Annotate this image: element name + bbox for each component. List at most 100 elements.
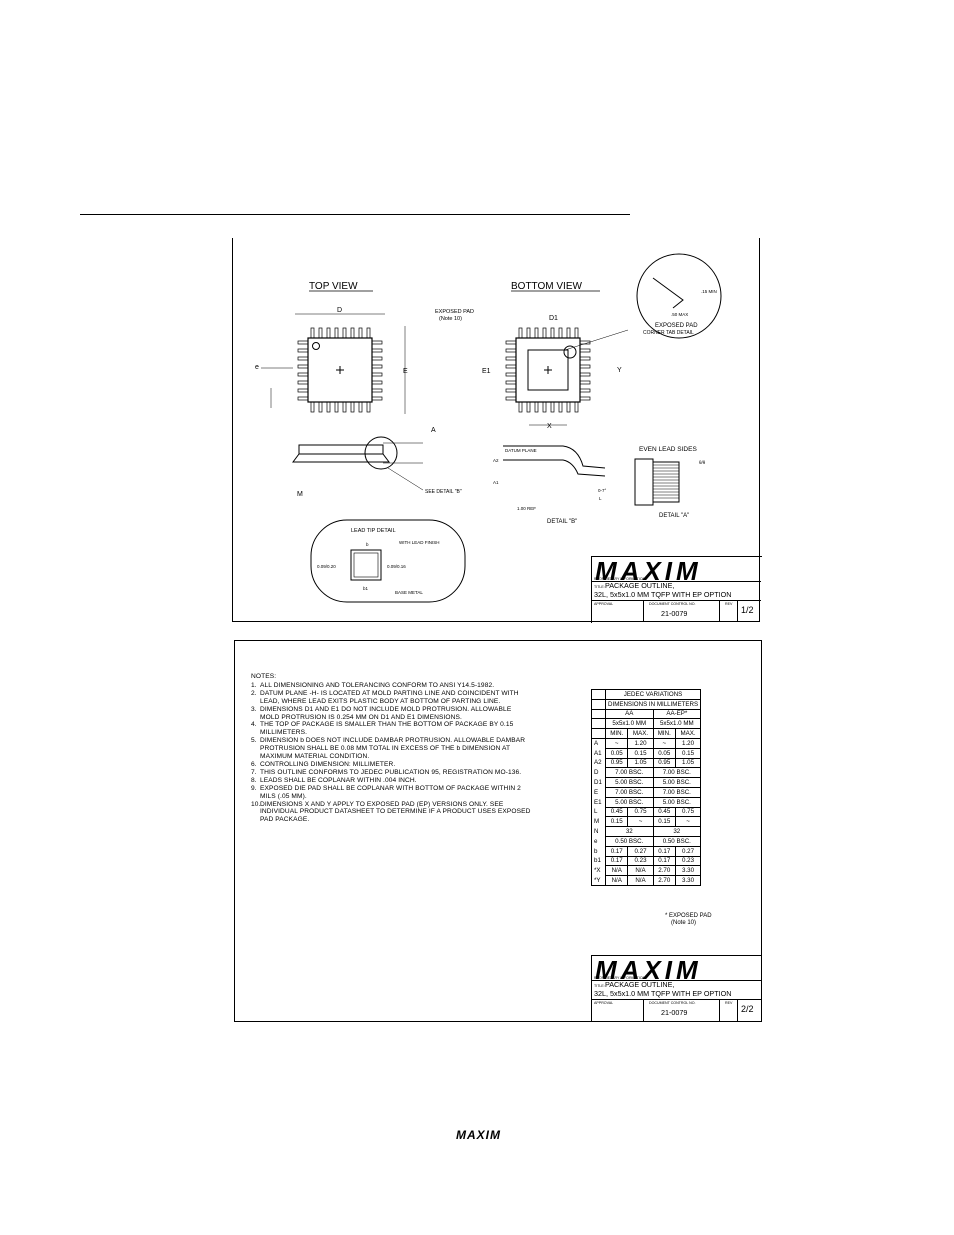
jedec-title: JEDEC VARIATIONS	[604, 689, 702, 700]
detail-b-label: DETAIL "B"	[547, 519, 577, 525]
maxim-logo: MAXIM	[595, 556, 702, 586]
package-lead	[366, 327, 371, 339]
symbol-cell: b1	[591, 856, 606, 866]
value-cell: ~	[627, 816, 654, 828]
dim-e1-label: E1	[482, 368, 491, 375]
column-header: MAX.	[627, 728, 654, 739]
symbol-cell: N	[591, 826, 606, 837]
note-number: 10.	[251, 800, 261, 808]
doc-control-label: DOCUMENT CONTROL NO.	[649, 1001, 696, 1005]
dim-b1-label: b1	[363, 586, 369, 591]
note-text: THE TOP OF PACKAGE IS SMALLER THAN THE B…	[260, 721, 514, 737]
symbol-cell: E	[591, 787, 606, 798]
title-block-2: MAXIM PROPRIETARY INFORMATION TITLE: PAC…	[591, 955, 762, 1022]
val-009-020: 0.09/0.20	[317, 564, 336, 569]
note-item: 10.DIMENSIONS X AND Y APPLY TO EXPOSED P…	[251, 801, 531, 825]
value-cell: 1.20	[627, 737, 654, 749]
table-row: JEDEC VARIATIONS	[591, 689, 702, 700]
note-item: 2.DATUM PLANE -H- IS LOCATED AT MOLD PAR…	[251, 690, 531, 706]
symbol-cell: D	[591, 767, 606, 778]
package-lead	[371, 388, 383, 393]
blank-cell	[591, 718, 606, 730]
title-line-2: 32L, 5x5x1.0 MM TQFP WITH EP OPTION	[594, 989, 732, 998]
note-item: 8.LEADS SHALL BE COPLANAR WITHIN .004 IN…	[251, 777, 531, 785]
package-lead	[371, 356, 383, 361]
package-lead	[579, 356, 591, 361]
note-item: 6.CONTROLLING DIMENSION: MILLIMETER.	[251, 761, 531, 769]
value-cell: 0.95	[652, 757, 677, 769]
page-number: 2/2	[741, 1004, 754, 1014]
notes-block: NOTES: 1.ALL DIMENSIONING AND TOLERANCIN…	[251, 673, 531, 824]
dim-e-label: E	[403, 368, 408, 375]
title-label: TITLE:	[594, 585, 605, 589]
symbol-cell: E1	[591, 797, 606, 808]
val-009-016: 0.09/0.16	[387, 564, 406, 569]
package-lead	[505, 340, 517, 345]
detail-b-drawing	[503, 445, 606, 477]
value-cell: 5.00 BSC.	[652, 796, 702, 808]
corner-50-max: .50 MAX	[671, 312, 688, 317]
package-lead	[558, 401, 563, 413]
title-block-1: MAXIM PROPRIETARY INFORMATION TITLE: PAC…	[591, 556, 762, 623]
value-cell: 0.15	[627, 747, 654, 759]
exposed-pad-footnote: * EXPOSED PAD (Note 10)	[665, 913, 712, 927]
package-lead	[558, 327, 563, 339]
package-lead	[310, 401, 315, 413]
value-cell: 7.00 BSC.	[605, 767, 654, 779]
package-lead	[579, 372, 591, 377]
blank-cell	[591, 728, 606, 739]
value-cell: 5.00 BSC.	[605, 777, 654, 788]
package-lead	[505, 372, 517, 377]
package-lead	[366, 401, 371, 413]
package-lead	[542, 327, 547, 339]
value-cell: 5.00 BSC.	[605, 796, 654, 808]
symbol-cell: A	[591, 738, 606, 749]
note-text: DATUM PLANE -H- IS LOCATED AT MOLD PARTI…	[260, 689, 519, 705]
side-view-package	[292, 436, 398, 470]
value-cell: 0.15	[604, 816, 629, 828]
value-cell: 0.45	[604, 806, 629, 818]
value-cell: 32	[652, 826, 702, 837]
value-cell: N/A	[627, 865, 654, 877]
value-cell: 0.50 BSC.	[652, 835, 702, 847]
package-lead	[505, 388, 517, 393]
symbol-cell: *X	[591, 865, 606, 876]
value-cell: 0.17	[652, 855, 677, 867]
top-view-label: TOP VIEW	[309, 281, 358, 292]
value-cell: 32	[605, 826, 654, 837]
note-number: 2.	[251, 689, 257, 697]
value-cell: 0.23	[674, 855, 702, 867]
package-lead	[297, 364, 309, 369]
package-lead	[297, 396, 309, 401]
note-number: 9.	[251, 784, 257, 792]
size-header: 5x5x1.0 MM	[652, 718, 702, 730]
symbol-cell: A2	[591, 758, 606, 768]
value-cell: N/A	[604, 875, 629, 886]
jedec-subtitle: DIMENSIONS IN MILLIMETERS	[604, 698, 702, 710]
symbol-cell: L	[591, 807, 606, 817]
package-lead	[342, 327, 347, 339]
dim-e-small-label: e	[255, 364, 259, 371]
ref-100-label: 1.00 REF	[517, 506, 536, 511]
title-line-1: PACKAGE OUTLINE,	[605, 581, 675, 590]
package-lead	[518, 401, 523, 413]
dim-d1-label: D1	[549, 315, 558, 322]
variant-header: AA-EP*	[652, 708, 702, 720]
package-lead	[526, 401, 531, 413]
table-row: DIMENSIONS IN MILLIMETERS	[591, 698, 702, 710]
column-header: MIN.	[604, 728, 629, 739]
corner-tab-detail	[564, 253, 722, 351]
page-number: 1/2	[741, 605, 754, 615]
value-cell: 0.50 BSC.	[605, 835, 654, 847]
bottom-view-label: BOTTOM VIEW	[511, 281, 582, 292]
dim-a2-label: A2	[493, 458, 499, 463]
blank-cell	[591, 698, 606, 710]
package-lead	[334, 401, 339, 413]
dim-d-label: D	[337, 307, 342, 314]
corner-15-min: .15 MIN	[701, 289, 717, 294]
